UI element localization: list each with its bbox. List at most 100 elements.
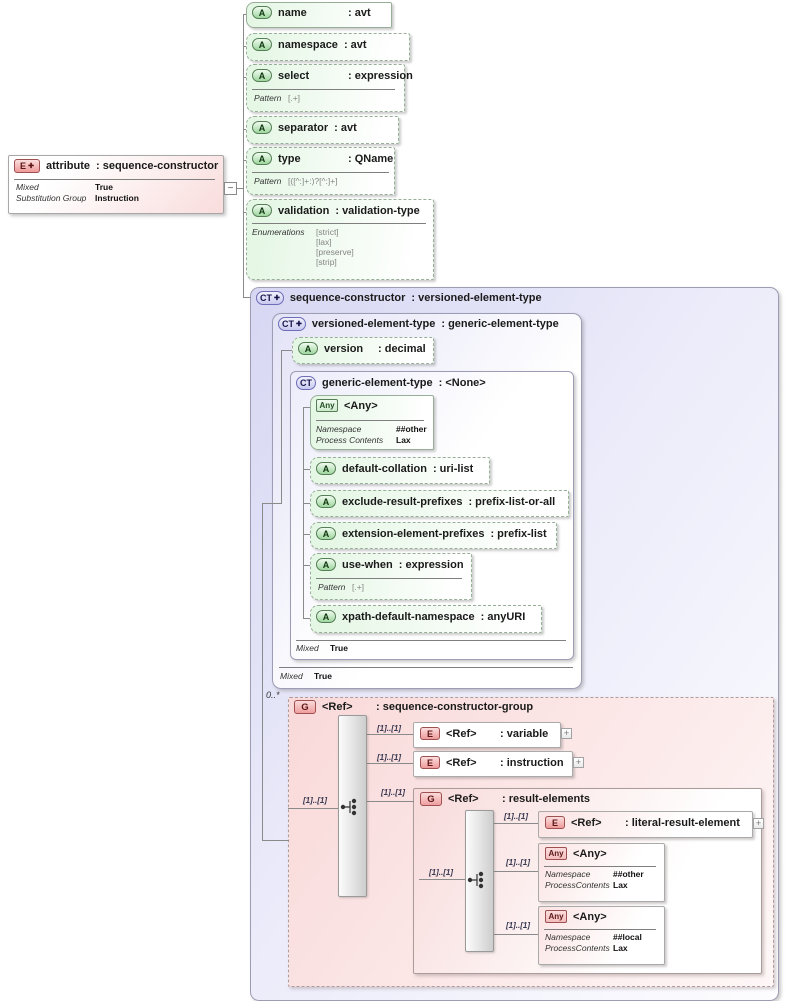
property-row-process-contents: Process Contents Lax — [316, 435, 411, 445]
property-row-namespace: Namespace ##local — [545, 932, 642, 942]
attribute-type: : avt — [334, 121, 357, 134]
divider — [316, 420, 424, 421]
element-ref-header-variable: E <Ref> : variable — [420, 727, 548, 740]
attribute-name: exclude-result-prefixes — [342, 495, 463, 508]
complex-type-header-versioned-element-type: CT✚ versioned-element-type : generic-ele… — [278, 317, 559, 331]
expand-toggle[interactable]: + — [561, 728, 572, 739]
any-header: Any <Any> — [545, 910, 607, 923]
attribute-header-exclude-result-prefixes: A exclude-result-prefixes : prefix-list-… — [316, 495, 555, 508]
any-icon: Any — [316, 399, 338, 412]
property-label: ProcessContents — [545, 880, 610, 890]
divider — [544, 866, 656, 867]
element-ref-header-literal-result-element: E <Ref> : literal-result-element — [545, 816, 740, 829]
property-label: Mixed — [296, 643, 319, 653]
group-icon: G — [294, 700, 316, 714]
attribute-type: : prefix-list — [490, 527, 547, 540]
complex-type-header-generic-element-type: CT generic-element-type : <None> — [296, 376, 486, 390]
stub-any — [303, 407, 312, 408]
cardinality-label: [1]..[1] — [381, 788, 405, 797]
divider — [544, 929, 656, 930]
attribute-type: : decimal — [378, 342, 426, 355]
property-row-substitution-group: Substitution Group Instruction — [16, 193, 139, 203]
attribute-box-select — [246, 64, 405, 112]
property-value: Instruction — [95, 193, 139, 203]
pattern-label: Pattern — [254, 176, 282, 186]
attribute-header-separator: A separator : avt — [252, 121, 357, 134]
jog-to-group-trunk — [262, 503, 282, 504]
stub-xpath-default-namespace — [303, 618, 312, 619]
property-label: ProcessContents — [545, 943, 610, 953]
element-plus-icon: E✚ — [14, 159, 40, 173]
property-label: Namespace — [545, 932, 591, 942]
connector-result-elements — [364, 801, 414, 802]
property-value: ##local — [613, 932, 642, 942]
attribute-icon: A — [316, 610, 336, 623]
attribute-icon: A — [252, 69, 272, 82]
occurrence-label: 0..* — [266, 690, 280, 700]
pattern-row-type: Pattern [([^:]+:)?[^:]+] — [254, 176, 338, 186]
attribute-box-use-when — [310, 553, 472, 600]
property-row-process-contents: ProcessContents Lax — [545, 880, 628, 890]
attribute-icon: A — [252, 6, 272, 19]
enum-value: [lax] — [316, 237, 332, 247]
attribute-header-default-collation: A default-collation : uri-list — [316, 462, 473, 475]
complex-type-header-sequence-constructor: CT✚ sequence-constructor : versioned-ele… — [256, 291, 542, 305]
enum-value: [strip] — [316, 257, 337, 267]
pattern-value: [.+] — [288, 93, 301, 103]
stub-exclude-result-prefixes — [303, 503, 312, 504]
attribute-name: extension-element-prefixes — [342, 527, 485, 540]
enum-value: [preserve] — [316, 247, 354, 257]
enumerations-label: Enumerations — [252, 227, 305, 237]
attribute-icon: A — [316, 558, 336, 571]
attribute-icon: A — [252, 152, 272, 165]
attribute-name: validation — [278, 204, 330, 217]
attribute-type: : validation-type — [335, 204, 420, 217]
divider — [252, 223, 426, 224]
property-label: Substitution Group — [16, 193, 87, 203]
attribute-icon: A — [252, 121, 272, 134]
element-icon: E — [420, 756, 440, 769]
attribute-name: use-when — [342, 558, 393, 571]
attribute-box-default-collation — [310, 457, 490, 484]
element-icon: E — [420, 727, 440, 740]
enum-value: [strict] — [316, 227, 339, 237]
stub-use-when — [303, 565, 312, 566]
cardinality-label: [1]..[1] — [504, 812, 528, 821]
expand-toggle[interactable]: + — [573, 757, 584, 768]
group-type: : result-elements — [502, 793, 591, 805]
attribute-type: : expression — [398, 558, 464, 571]
cardinality-label: [1]..[1] — [303, 796, 327, 805]
property-value: True — [95, 182, 113, 192]
attribute-icon: A — [316, 527, 336, 540]
element-type: : sequence-constructor — [96, 160, 219, 172]
connector-instruction — [364, 763, 414, 764]
cardinality-label: [1]..[1] — [377, 753, 401, 762]
collapse-toggle[interactable]: − — [224, 182, 237, 195]
element-name: attribute — [46, 160, 90, 172]
complex-type-base: : <None> — [438, 377, 486, 389]
complex-type-plus-icon: CT✚ — [278, 317, 306, 331]
plus-glyph: + — [755, 818, 762, 828]
element-ref: <Ref> — [571, 816, 602, 829]
attribute-name: select — [278, 69, 310, 82]
complex-type-icon: CT — [296, 376, 316, 390]
mixed-row-versioned: Mixed True — [280, 671, 332, 681]
attribute-header-version: A version : decimal — [298, 342, 426, 355]
attribute-name: name — [278, 6, 307, 19]
property-value: Lax — [396, 435, 411, 445]
cardinality-label: [1]..[1] — [506, 858, 530, 867]
pattern-value: [.+] — [352, 582, 365, 592]
property-row-process-contents: ProcessContents Lax — [545, 943, 628, 953]
attribute-type: : avt — [343, 38, 367, 51]
property-label: Namespace — [316, 424, 362, 434]
ct-icon-letters: CT — [260, 293, 272, 303]
ct-icon-letters: CT — [282, 319, 294, 329]
element-ref-type: : literal-result-element — [625, 816, 740, 829]
property-row-mixed: Mixed True — [16, 182, 113, 192]
connector-literal-result-element — [491, 823, 539, 824]
attribute-header-select: A select : expression — [252, 69, 413, 82]
divider — [252, 172, 389, 173]
complex-type-name: sequence-constructor — [289, 292, 406, 304]
expand-toggle[interactable]: + — [753, 818, 764, 829]
